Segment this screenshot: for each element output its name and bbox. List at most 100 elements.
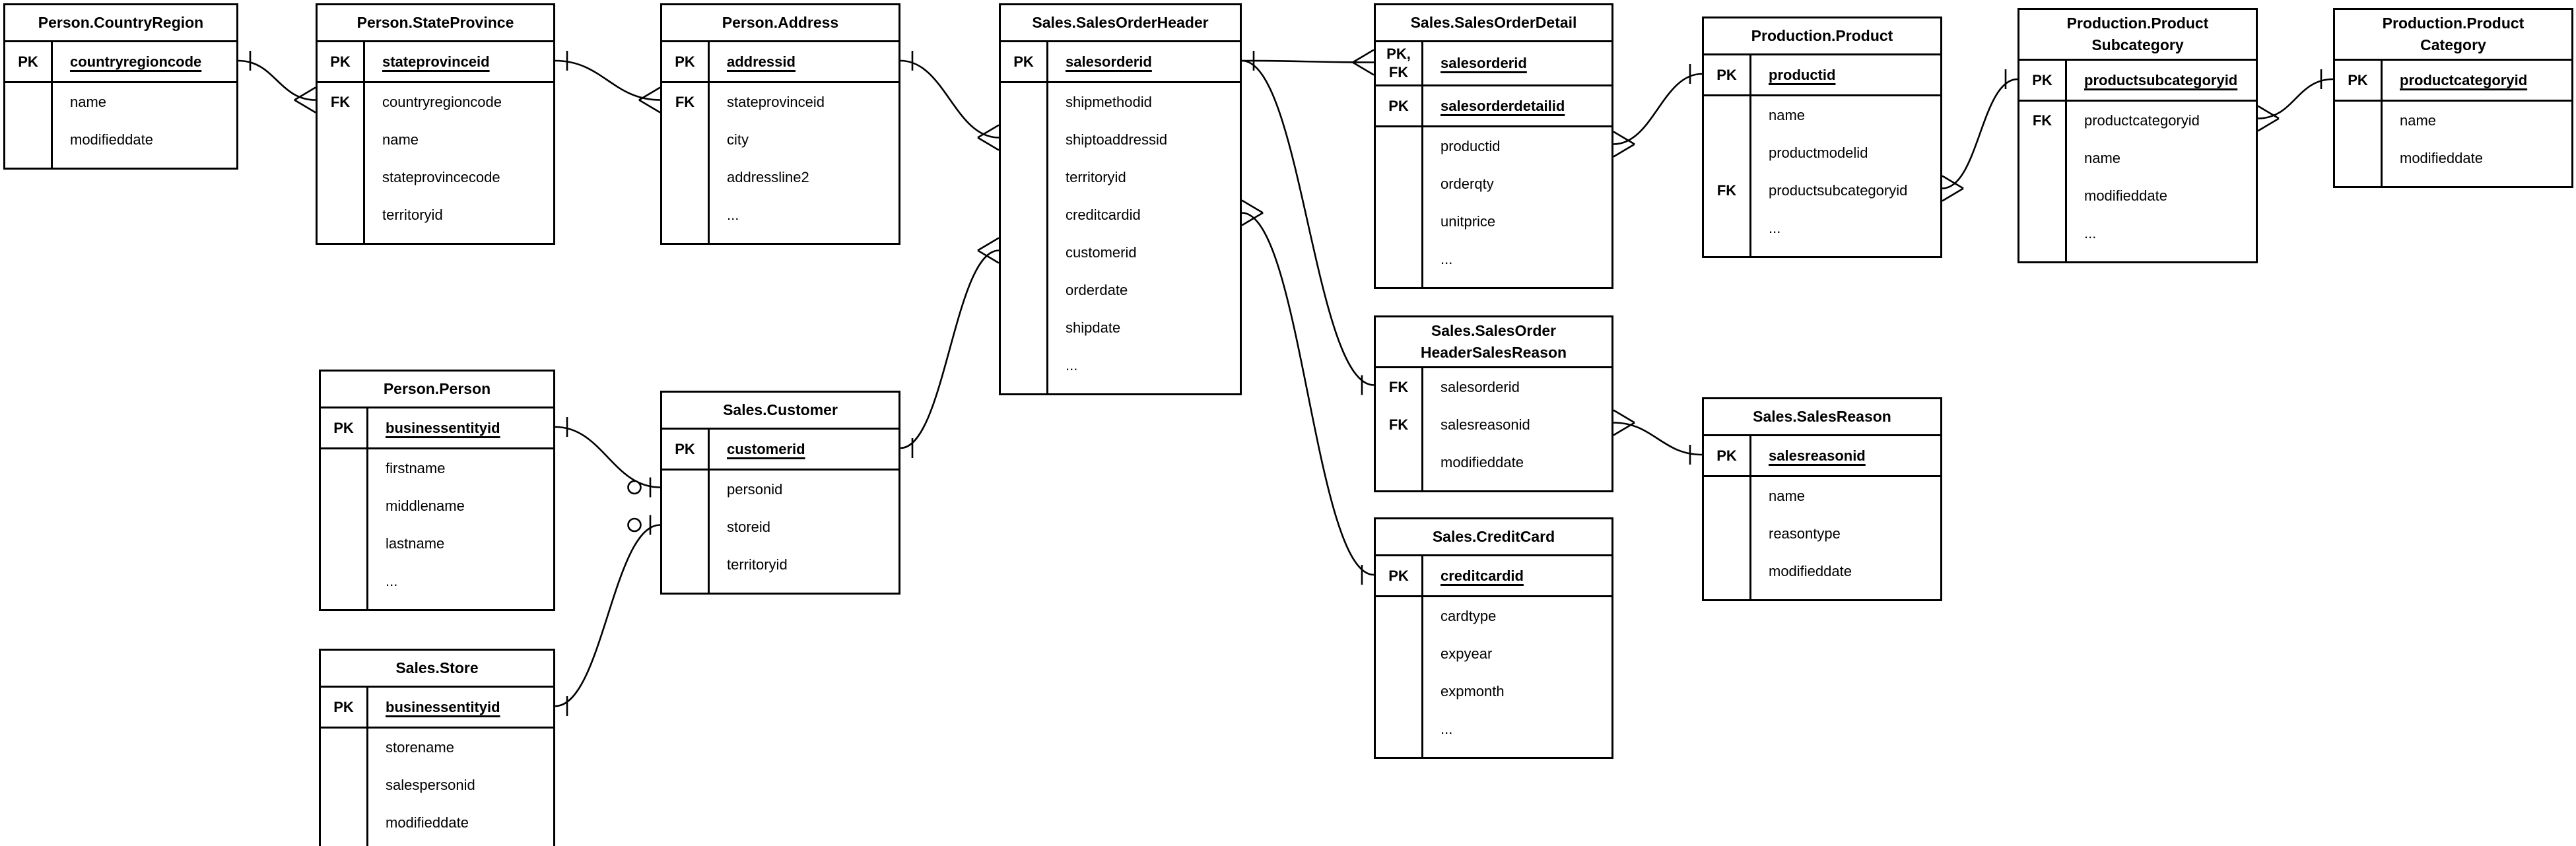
field-key-label (2019, 214, 2067, 252)
relationship-line-customer-sales_order_header (900, 249, 1000, 449)
key-field-name: productcategoryid (2400, 71, 2528, 88)
field-name: storename (386, 738, 454, 756)
field-row: expmonth (1376, 672, 1611, 710)
field-key-label: FK (1376, 368, 1423, 406)
field-name: reasontype (1769, 525, 1841, 542)
field-row: productmodelid (1704, 134, 1940, 172)
field-name: territoryid (1066, 168, 1126, 185)
field-key-label (1376, 443, 1423, 481)
field-name: ... (386, 572, 398, 589)
field-row: ... (321, 562, 553, 600)
field-row: ... (1376, 240, 1611, 278)
field-name: name (382, 131, 419, 148)
field-name: cardtype (1441, 607, 1497, 624)
key-label: PK (321, 688, 368, 727)
field-name: productmodelid (1769, 144, 1868, 161)
field-row: cardtype (1376, 597, 1611, 635)
field-name: salesreasonid (1441, 416, 1530, 433)
cardinality-many-crowfoot (977, 124, 1000, 151)
field-row: city (662, 121, 898, 158)
field-key-label (1376, 635, 1423, 672)
field-row: modifieddate (5, 121, 236, 158)
field-row: territoryid (1001, 158, 1240, 196)
field-name: modifieddate (2400, 149, 2483, 166)
field-row: stateprovincecode (318, 158, 553, 196)
field-key-label (662, 196, 710, 234)
field-key-label (662, 471, 710, 508)
spacer-cell (1376, 748, 1423, 757)
field-row: name (1704, 96, 1940, 134)
field-name: modifieddate (1769, 562, 1852, 579)
field-row: name (5, 83, 236, 121)
spacer-cell (1376, 278, 1423, 287)
field-row: creditcardid (1001, 196, 1240, 234)
field-name: productid (1441, 137, 1501, 154)
field-name: territoryid (382, 206, 443, 223)
key-label: PK, FK (1376, 42, 1423, 84)
field-row: customerid (1001, 234, 1240, 271)
key-field-name: productid (1769, 66, 1836, 83)
cardinality-many-crowfoot (1352, 49, 1374, 76)
spacer-cell (710, 234, 898, 243)
field-name: shipmethodid (1066, 93, 1152, 110)
field-key-label (2335, 139, 2383, 177)
field-name: firstname (386, 459, 446, 476)
field-key-label (1001, 271, 1048, 309)
field-row: name (318, 121, 553, 158)
field-key-label: FK (2019, 102, 2067, 139)
field-name: modifieddate (2084, 187, 2167, 204)
relationship-line-sales_order_header-credit_card (1241, 212, 1374, 576)
spacer-cell (365, 234, 553, 243)
table-title: Person.Person (321, 372, 553, 408)
field-name: ... (2084, 224, 2097, 242)
table-bottom-spacer (1704, 247, 1940, 256)
field-name: shiptoaddressid (1066, 131, 1168, 148)
table-bottom-spacer (1376, 278, 1611, 287)
key-field-name: salesorderid (1066, 53, 1152, 70)
field-key-label (1001, 346, 1048, 384)
field-name: personid (727, 480, 783, 498)
field-row: shipmethodid (1001, 83, 1240, 121)
field-name: name (1769, 487, 1806, 504)
spacer-cell (710, 583, 898, 593)
table-title: Production.Product Subcategory (2019, 10, 2256, 61)
table-bottom-spacer (1376, 481, 1611, 490)
key-field-name: productsubcategoryid (2084, 71, 2238, 88)
field-key-label (1376, 672, 1423, 710)
field-name: expyear (1441, 645, 1493, 662)
key-label: PK (1704, 55, 1751, 94)
field-key-label (1376, 597, 1423, 635)
field-row: middlename (321, 487, 553, 525)
field-key-label (1704, 477, 1751, 515)
field-key-label (1376, 240, 1423, 278)
cardinality-many-crowfoot (294, 86, 316, 114)
relationship-line-product-sales_order_detail (1613, 73, 1703, 145)
table-bottom-spacer (2019, 252, 2256, 261)
table-bottom-spacer (1376, 748, 1611, 757)
field-key-label (321, 766, 368, 804)
field-key-label (1001, 309, 1048, 346)
field-name: orderqty (1441, 175, 1494, 192)
field-row: ... (2019, 214, 2256, 252)
field-row: ... (662, 196, 898, 234)
field-name: addressline2 (727, 168, 809, 185)
